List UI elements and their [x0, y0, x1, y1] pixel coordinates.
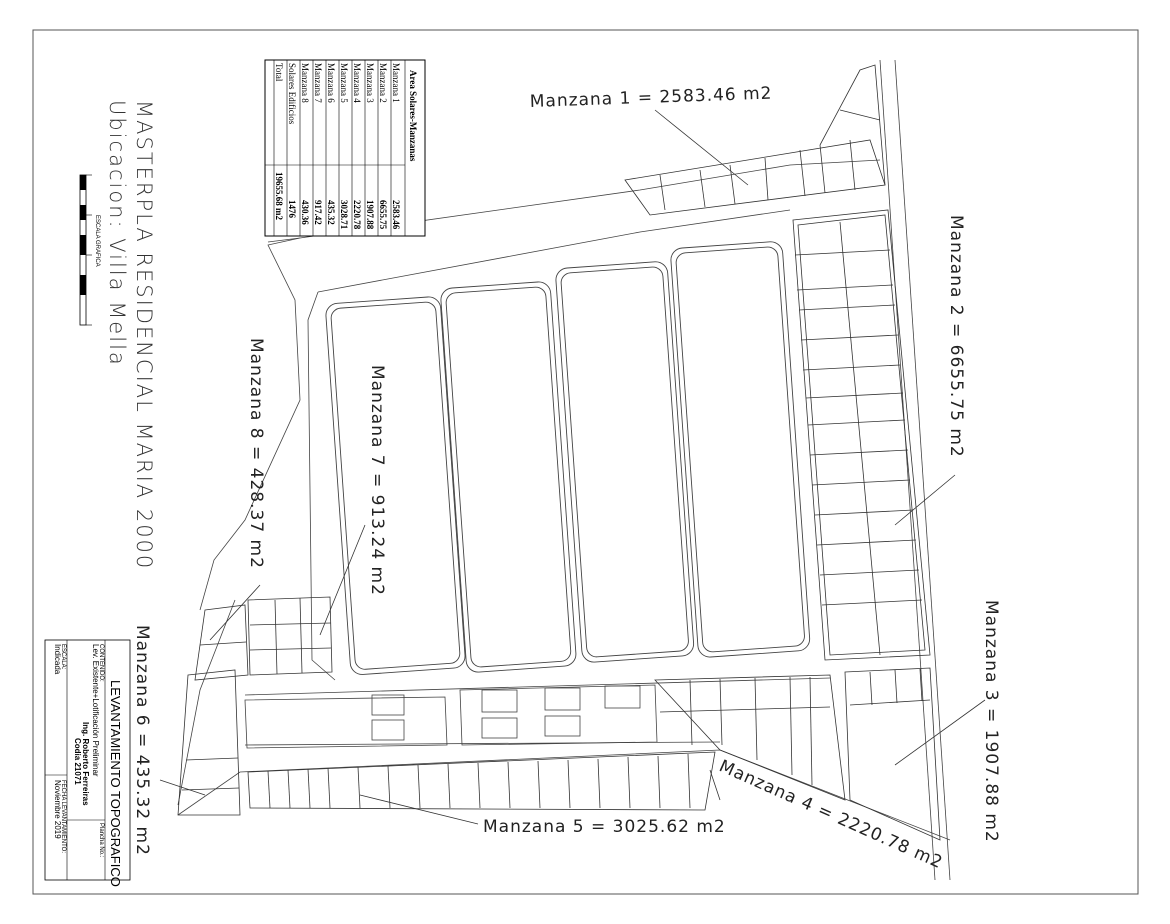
area-table-row-name: Manzana 6	[326, 63, 336, 103]
area-table: Area Solares-Manzanas Manzana 1 2583.46 …	[264, 59, 426, 237]
title-block-contenido-label: CONTENIDO:	[98, 644, 104, 682]
title-block-contenido-value: Lev. Existente+Lotificación Preliminar	[91, 644, 100, 777]
title-block-fecha-label: FECHA LEVANTAMIENTO:	[60, 780, 66, 853]
title-block-heading: LEVANTAMIENTO TOPOGRAFICO	[108, 680, 123, 887]
manzana-4-label: Manzana 4 = 2220.78 m2	[716, 756, 946, 873]
manzana-5-label: Manzana 5 = 3025.62 m2	[483, 817, 726, 837]
area-table-row-name: Manzana 3	[365, 63, 375, 103]
title-block-escala-label: ESCALA:	[60, 644, 66, 670]
area-table-row-value: 917.42	[313, 200, 323, 225]
site-linework	[177, 59, 951, 881]
title-block-escala-value: Indicada	[53, 644, 62, 675]
area-table-row-name: Manzana 1	[391, 63, 401, 103]
area-table-row-value: 430.36	[300, 200, 310, 225]
area-table-row-name: Manzana 4	[352, 63, 362, 103]
manzana-8-label: Manzana 8 = 428.37 m2	[246, 338, 266, 569]
sheet-title: MASTERPLA RESIDENCIAL MARIA 2000	[132, 100, 156, 570]
manzana-3-lots	[844, 667, 941, 841]
area-table-row-value: 1907.88	[365, 200, 375, 230]
green-blocks	[325, 241, 811, 675]
manzana-5-lots	[247, 751, 716, 811]
building-block	[244, 684, 658, 749]
area-table-row-name: Solares Edificios	[287, 63, 297, 125]
manzana-7-label: Manzana 7 = 913.24 m2	[367, 365, 387, 596]
title-block-plancha-label: Plancha No.:	[98, 823, 104, 858]
area-table-row-name: Manzana 5	[339, 63, 349, 103]
area-table-header: Area Solares-Manzanas	[408, 70, 418, 162]
manzana-2-label: Manzana 2 = 6655.75 m2	[946, 215, 966, 458]
manzana-4-lots	[654, 674, 846, 801]
area-table-total-label: Total	[274, 63, 284, 82]
area-table-total-value: 19655.68 m2	[274, 172, 284, 220]
title-block: LEVANTAMIENTO TOPOGRAFICO CONTENIDO: Lev…	[44, 639, 131, 887]
manzana-6-label: Manzana 6 = 435.32 m2	[132, 625, 152, 856]
area-table-row-value: 1476	[287, 200, 297, 219]
area-table-row-name: Manzana 7	[313, 63, 323, 103]
manzana-3-label: Manzana 3 = 1907.88 m2	[981, 600, 1001, 843]
scale-bar: ESCALA GRAFICA	[79, 174, 100, 326]
manzana-2-lots	[792, 209, 931, 661]
area-table-row-name: Manzana 8	[300, 63, 310, 103]
area-table-row-value: 3028.71	[339, 200, 349, 230]
area-table-row-name: Manzana 2	[378, 63, 388, 103]
manzana-7-8-lots	[194, 596, 333, 681]
manzana-1-lots	[624, 64, 886, 216]
area-table-row-value: 2583.46	[391, 200, 401, 230]
area-table-row-value: 6655.75	[378, 200, 388, 230]
sheet-border	[32, 29, 1139, 895]
scale-bar-label: ESCALA GRAFICA	[94, 215, 100, 267]
manzana-1-label: Manzana 1 = 2583.46 m2	[529, 84, 772, 112]
title-block-engineer: Ing. Roberto Ferreiras	[81, 722, 90, 806]
sheet-subtitle: Ubicacion: Villa Mella	[105, 100, 129, 367]
area-table-row-value: 2220.78	[352, 200, 362, 230]
manzana-6-lots	[177, 669, 241, 816]
title-block-codia: Codia 21071	[73, 738, 82, 785]
leader-lines	[159, 109, 986, 825]
area-table-row-value: 435.32	[326, 200, 336, 225]
title-block-fecha-value: Noviembre 2019	[53, 780, 62, 839]
